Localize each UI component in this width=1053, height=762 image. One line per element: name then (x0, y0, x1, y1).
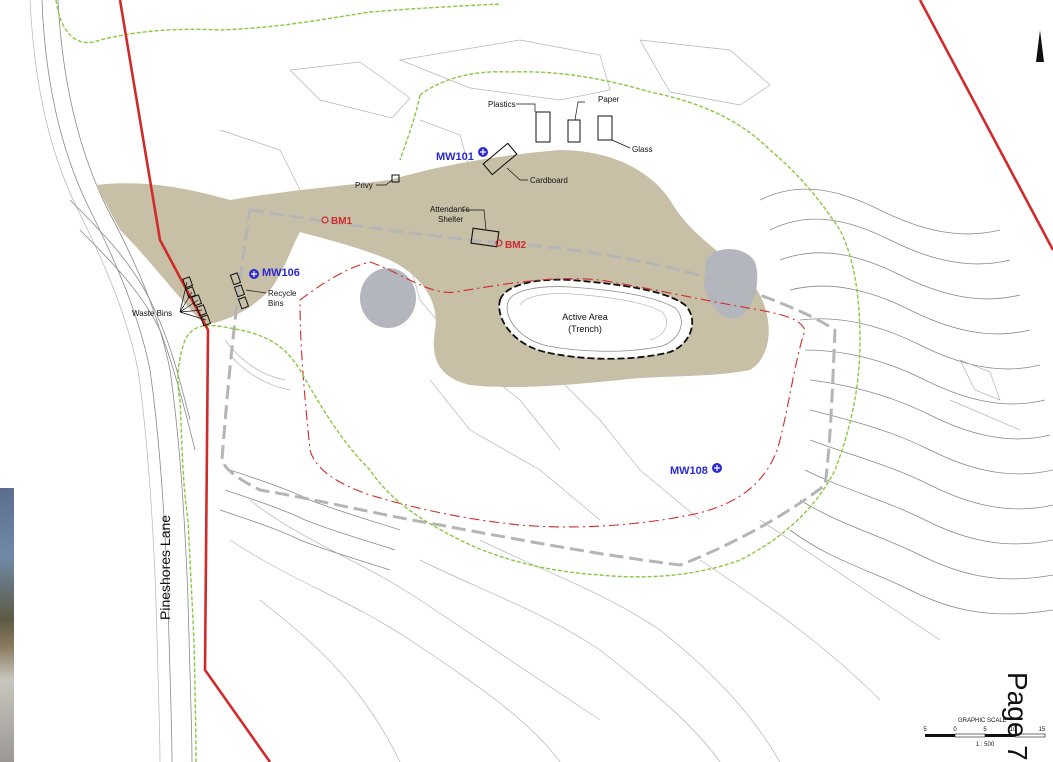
recycle-label: Recycle (268, 289, 297, 298)
mw106-label: MW106 (262, 267, 300, 279)
trench-label: (Trench) (568, 324, 602, 334)
scale-tick-3: 10 (1010, 727, 1017, 733)
property-line-west (118, 0, 272, 762)
benchmark-bm2 (495, 239, 503, 247)
page-number-label: Page 7 (1002, 672, 1033, 761)
glass-label: Glass (632, 145, 652, 154)
road-edge-right (57, 0, 193, 762)
cardboard-bin (482, 142, 518, 176)
scale-tick-2: 5 (983, 727, 987, 733)
property-line-east (918, 0, 1053, 251)
pond-west (360, 268, 416, 328)
benchmark-bm1 (321, 216, 329, 224)
well-mw101 (478, 147, 488, 157)
recycle-bins (229, 272, 267, 310)
plastics-bin (535, 111, 551, 143)
waste-bins (179, 276, 212, 327)
bm2-label: BM2 (505, 240, 527, 251)
well-mw108 (712, 463, 722, 473)
plastics-label: Plastics (488, 100, 516, 109)
recycle-label-2: Bins (268, 299, 284, 308)
photo-thumbnail-edge (0, 488, 14, 762)
paper-label: Paper (598, 95, 620, 104)
scale-title: GRAPHIC SCALE (958, 718, 1007, 724)
mw101-label: MW101 (436, 151, 474, 163)
privy-label: Privy (355, 181, 373, 190)
scale-tick-1: 0 (953, 727, 957, 733)
cardboard-label: Cardboard (530, 176, 568, 185)
privy (391, 174, 400, 183)
glass-bin (597, 115, 613, 141)
well-mw106 (249, 269, 259, 279)
scale-ratio: 1 : 500 (976, 742, 995, 748)
waste-bins-label: Waste Bins (132, 309, 172, 318)
shelter-label-2: Shelter (438, 215, 464, 224)
active-area-outline (498, 278, 694, 360)
scale-tick-0: 5 (923, 727, 927, 733)
paper-bin (567, 119, 581, 143)
fence-line (220, 208, 837, 567)
active-area-label: Active Area (562, 312, 608, 322)
north-arrow-icon (1036, 30, 1044, 62)
shelter-label: Attendant's (430, 205, 470, 214)
graphic-scale: GRAPHIC SCALE 5 0 5 10 15 1 : 500 (923, 718, 1046, 748)
road-shoulder (29, 0, 161, 762)
red-dashed-boundary (299, 261, 806, 528)
tree-line (55, 0, 861, 762)
attendant-shelter (470, 227, 500, 248)
road-edge-left (41, 0, 173, 762)
road-label: Pineshores Lane (157, 515, 173, 620)
scale-tick-4: 15 (1039, 727, 1046, 733)
bm1-label: BM1 (331, 216, 353, 227)
mw108-label: MW108 (670, 465, 708, 477)
terrain-contours (69, 39, 1053, 762)
